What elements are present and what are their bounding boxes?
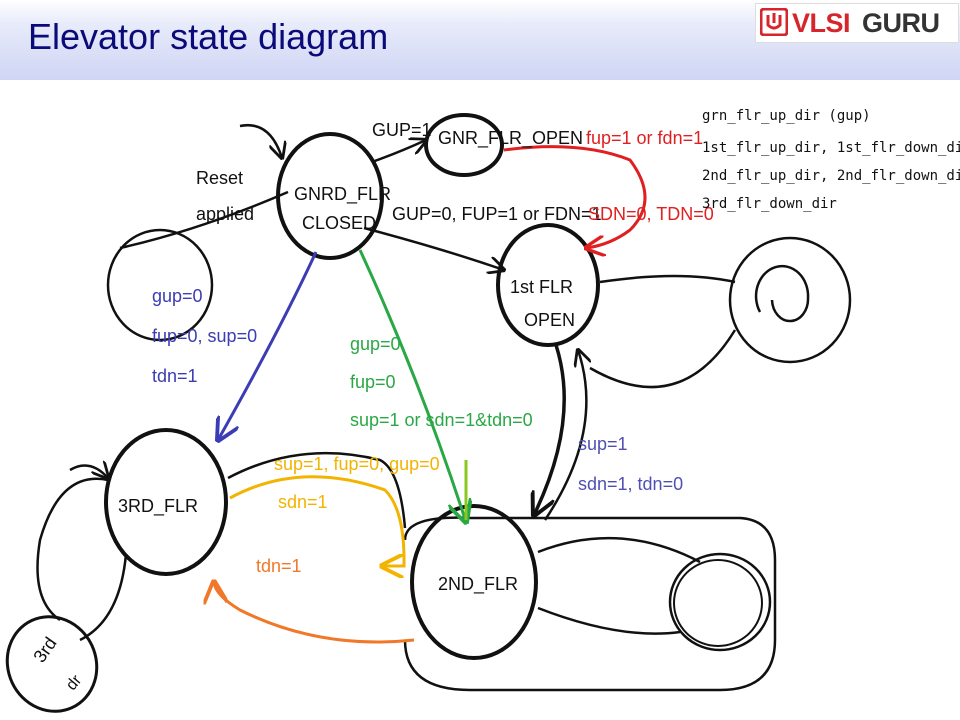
label-red-2: SDN=0, TDN=0 xyxy=(588,204,714,224)
legend-line-3: 2nd_flr_up_dir, 2nd_flr_down_dir xyxy=(702,168,960,184)
arrow-orange xyxy=(214,582,415,644)
logo-text-guru: GURU xyxy=(862,8,940,38)
label-gup1: GUP=1 xyxy=(372,120,432,140)
state-label-1st-flr: 1st FLR xyxy=(510,277,573,297)
label-red-1: fup=1 or fdn=1 xyxy=(586,128,703,148)
arrow-3rd-to-2nd-top xyxy=(227,451,407,529)
arrow-second-to-first xyxy=(543,350,586,521)
loop-1st-connector xyxy=(589,274,737,389)
label-green-2: fup=0 xyxy=(350,372,396,392)
state-label-closed: CLOSED xyxy=(302,213,376,233)
state-3rd-flr xyxy=(104,428,228,576)
label-applied: applied xyxy=(196,204,254,224)
loop-2nd-flr-circle xyxy=(668,552,772,652)
arrow-to-first xyxy=(363,226,504,270)
label-blue-1: gup=0 xyxy=(152,286,203,306)
label-yellow-1: sup=1, fup=0, gup=0 xyxy=(274,454,440,474)
arrow-entry-top xyxy=(239,123,282,158)
label-yellow-2: sdn=1 xyxy=(278,492,328,512)
state-label-3rd-sub: 3rd xyxy=(29,633,60,666)
label-purple-2: sdn=1, tdn=0 xyxy=(578,474,683,494)
header-bar: Elevator state diagram VLSI GURU xyxy=(0,0,960,80)
page-title: Elevator state diagram xyxy=(28,16,389,57)
label-blue-3: tdn=1 xyxy=(152,366,198,386)
label-blue-2: fup=0, sup=0 xyxy=(152,326,257,346)
arrow-red xyxy=(503,145,647,248)
legend-line-4: 3rd_flr_down_dir xyxy=(702,196,837,212)
loop-1st-flr-circle xyxy=(728,236,852,364)
state-label-2nd-flr: 2ND_FLR xyxy=(438,574,518,595)
state-label-3rd-flr: 3RD_FLR xyxy=(118,496,198,517)
vlsiguru-logo-icon xyxy=(760,8,788,36)
arrow-green xyxy=(358,249,466,522)
loop-3rd-connector xyxy=(36,477,128,642)
loop-2nd-box xyxy=(403,516,777,692)
loop-2nd-flr-circle-inner xyxy=(673,559,763,647)
logo-text-vlsi: VLSI xyxy=(792,8,851,38)
arrow-3rd-entry xyxy=(69,466,108,479)
arrow-blue xyxy=(218,251,318,440)
loop-2nd-connector xyxy=(537,536,701,635)
label-to-first: GUP=0, FUP=1 or FDN=1 xyxy=(392,204,602,224)
state-label-dr-sub: dr xyxy=(63,672,86,694)
state-label-gnr-flr-open: GNR_FLR_OPEN xyxy=(438,128,583,149)
label-purple-1: sup=1 xyxy=(578,434,628,454)
label-green-3: sup=1 or sdn=1&tdn=0 xyxy=(350,410,533,430)
state-label-gnrd-flr: GNRD_FLR xyxy=(294,184,391,205)
arrow-reset xyxy=(119,190,289,250)
legend-line-2: 1st_flr_up_dir, 1st_flr_down_dir xyxy=(702,140,960,156)
state-1st-flr-open xyxy=(496,223,600,347)
label-green-1: gup=0 xyxy=(350,334,401,354)
arrow-first-to-second xyxy=(534,344,566,515)
vlsiguru-logo: VLSI GURU xyxy=(755,3,959,43)
legend-line-1: grn_flr_up_dir (gup) xyxy=(702,108,871,124)
state-label-open: OPEN xyxy=(524,310,575,330)
state-3rd-dr xyxy=(5,615,99,713)
label-reset: Reset xyxy=(196,168,243,188)
loop-1st-flr-spiral xyxy=(754,264,810,323)
label-orange-1: tdn=1 xyxy=(256,556,302,576)
state-2nd-flr xyxy=(410,504,538,660)
reset-loop xyxy=(106,228,214,342)
arrow-yellow xyxy=(229,475,406,566)
arrow-gup1 xyxy=(371,140,426,164)
